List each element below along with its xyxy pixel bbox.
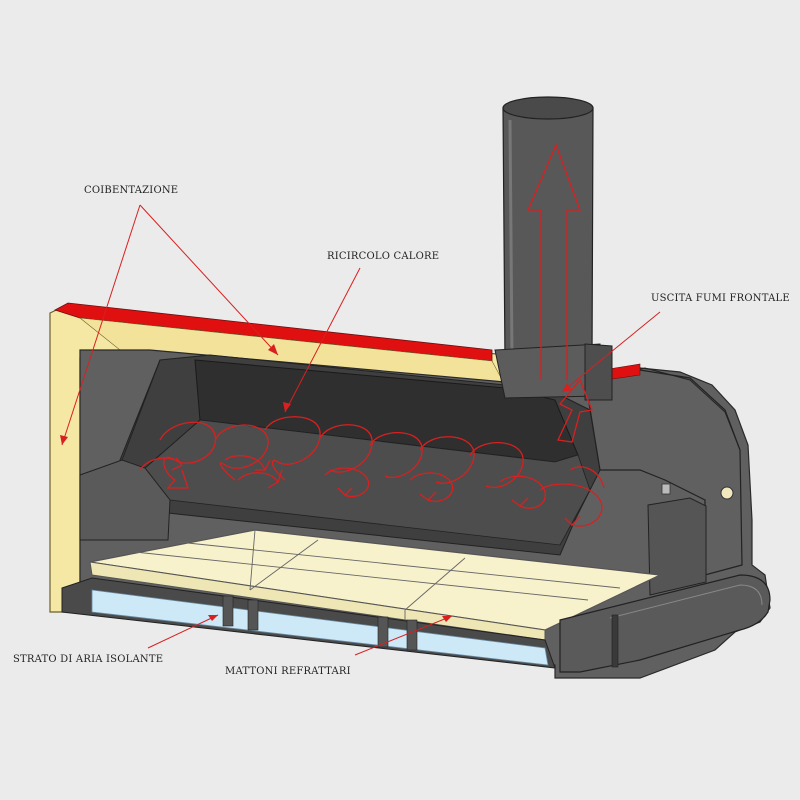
brick-seam-3	[249, 529, 256, 591]
support-rib-4	[406, 619, 418, 651]
swirl-arrow-icon	[214, 424, 269, 481]
swirl-arrow-icon	[159, 421, 217, 489]
insulating-air-layer	[91, 589, 549, 666]
swirl-arrow-icon	[264, 416, 321, 481]
up-arrow-icon	[527, 143, 593, 443]
swirl-arrow-icon	[319, 424, 373, 473]
leader-coibentazione-1	[61, 204, 141, 446]
chimney-top-opening	[502, 96, 594, 120]
swirl-arrow-icon	[224, 455, 271, 471]
leader-coibentazione-2	[139, 204, 279, 356]
brick-seam-2	[177, 541, 621, 589]
chimney-highlight	[508, 119, 514, 359]
brick-seam-5	[404, 557, 466, 611]
swirl-arrow-icon	[539, 483, 603, 527]
support-rib-1	[222, 595, 234, 627]
swirl-arrow-icon	[499, 475, 546, 509]
label-strato-aria-isolante: STRATO DI ARIA ISOLANTE	[13, 654, 164, 665]
oven-front-block	[584, 369, 743, 576]
label-coibentazione: COIBENTAZIONE	[84, 185, 179, 196]
leader-strato-aria	[147, 614, 219, 649]
support-rib-3	[377, 616, 389, 648]
brick-seam-1	[134, 551, 589, 601]
swirl-arrow-icon	[419, 436, 475, 484]
insulation-top-band	[53, 302, 493, 362]
swirl-arrow-icon	[324, 467, 370, 498]
brick-seam-4	[249, 539, 319, 591]
heat-recirculation-swirls	[139, 416, 605, 527]
door-bolt	[661, 483, 671, 495]
front-base-slot	[611, 614, 619, 668]
swirl-arrow-icon	[569, 466, 605, 489]
chimney-pipe	[502, 99, 594, 368]
label-leader-lines	[61, 204, 661, 656]
label-uscita-fumi-frontale: USCITA FUMI FRONTALE	[651, 293, 790, 304]
swirl-arrow-icon	[139, 457, 183, 471]
leader-uscita-fumi	[561, 311, 661, 393]
leader-ricircolo	[284, 267, 361, 413]
swirl-arrow-icon	[237, 469, 283, 489]
door-frame	[647, 497, 707, 596]
door-knob	[720, 486, 734, 500]
leader-mattoni	[354, 615, 453, 656]
label-ricircolo-calore: RICIRCOLO CALORE	[327, 251, 440, 262]
leader-arrowheads	[60, 344, 572, 622]
support-rib-2	[247, 599, 259, 631]
swirl-arrow-icon	[409, 472, 454, 502]
label-mattoni-refrattari: MATTONI REFRATTARI	[225, 666, 351, 677]
swirl-arrow-icon	[469, 442, 524, 488]
